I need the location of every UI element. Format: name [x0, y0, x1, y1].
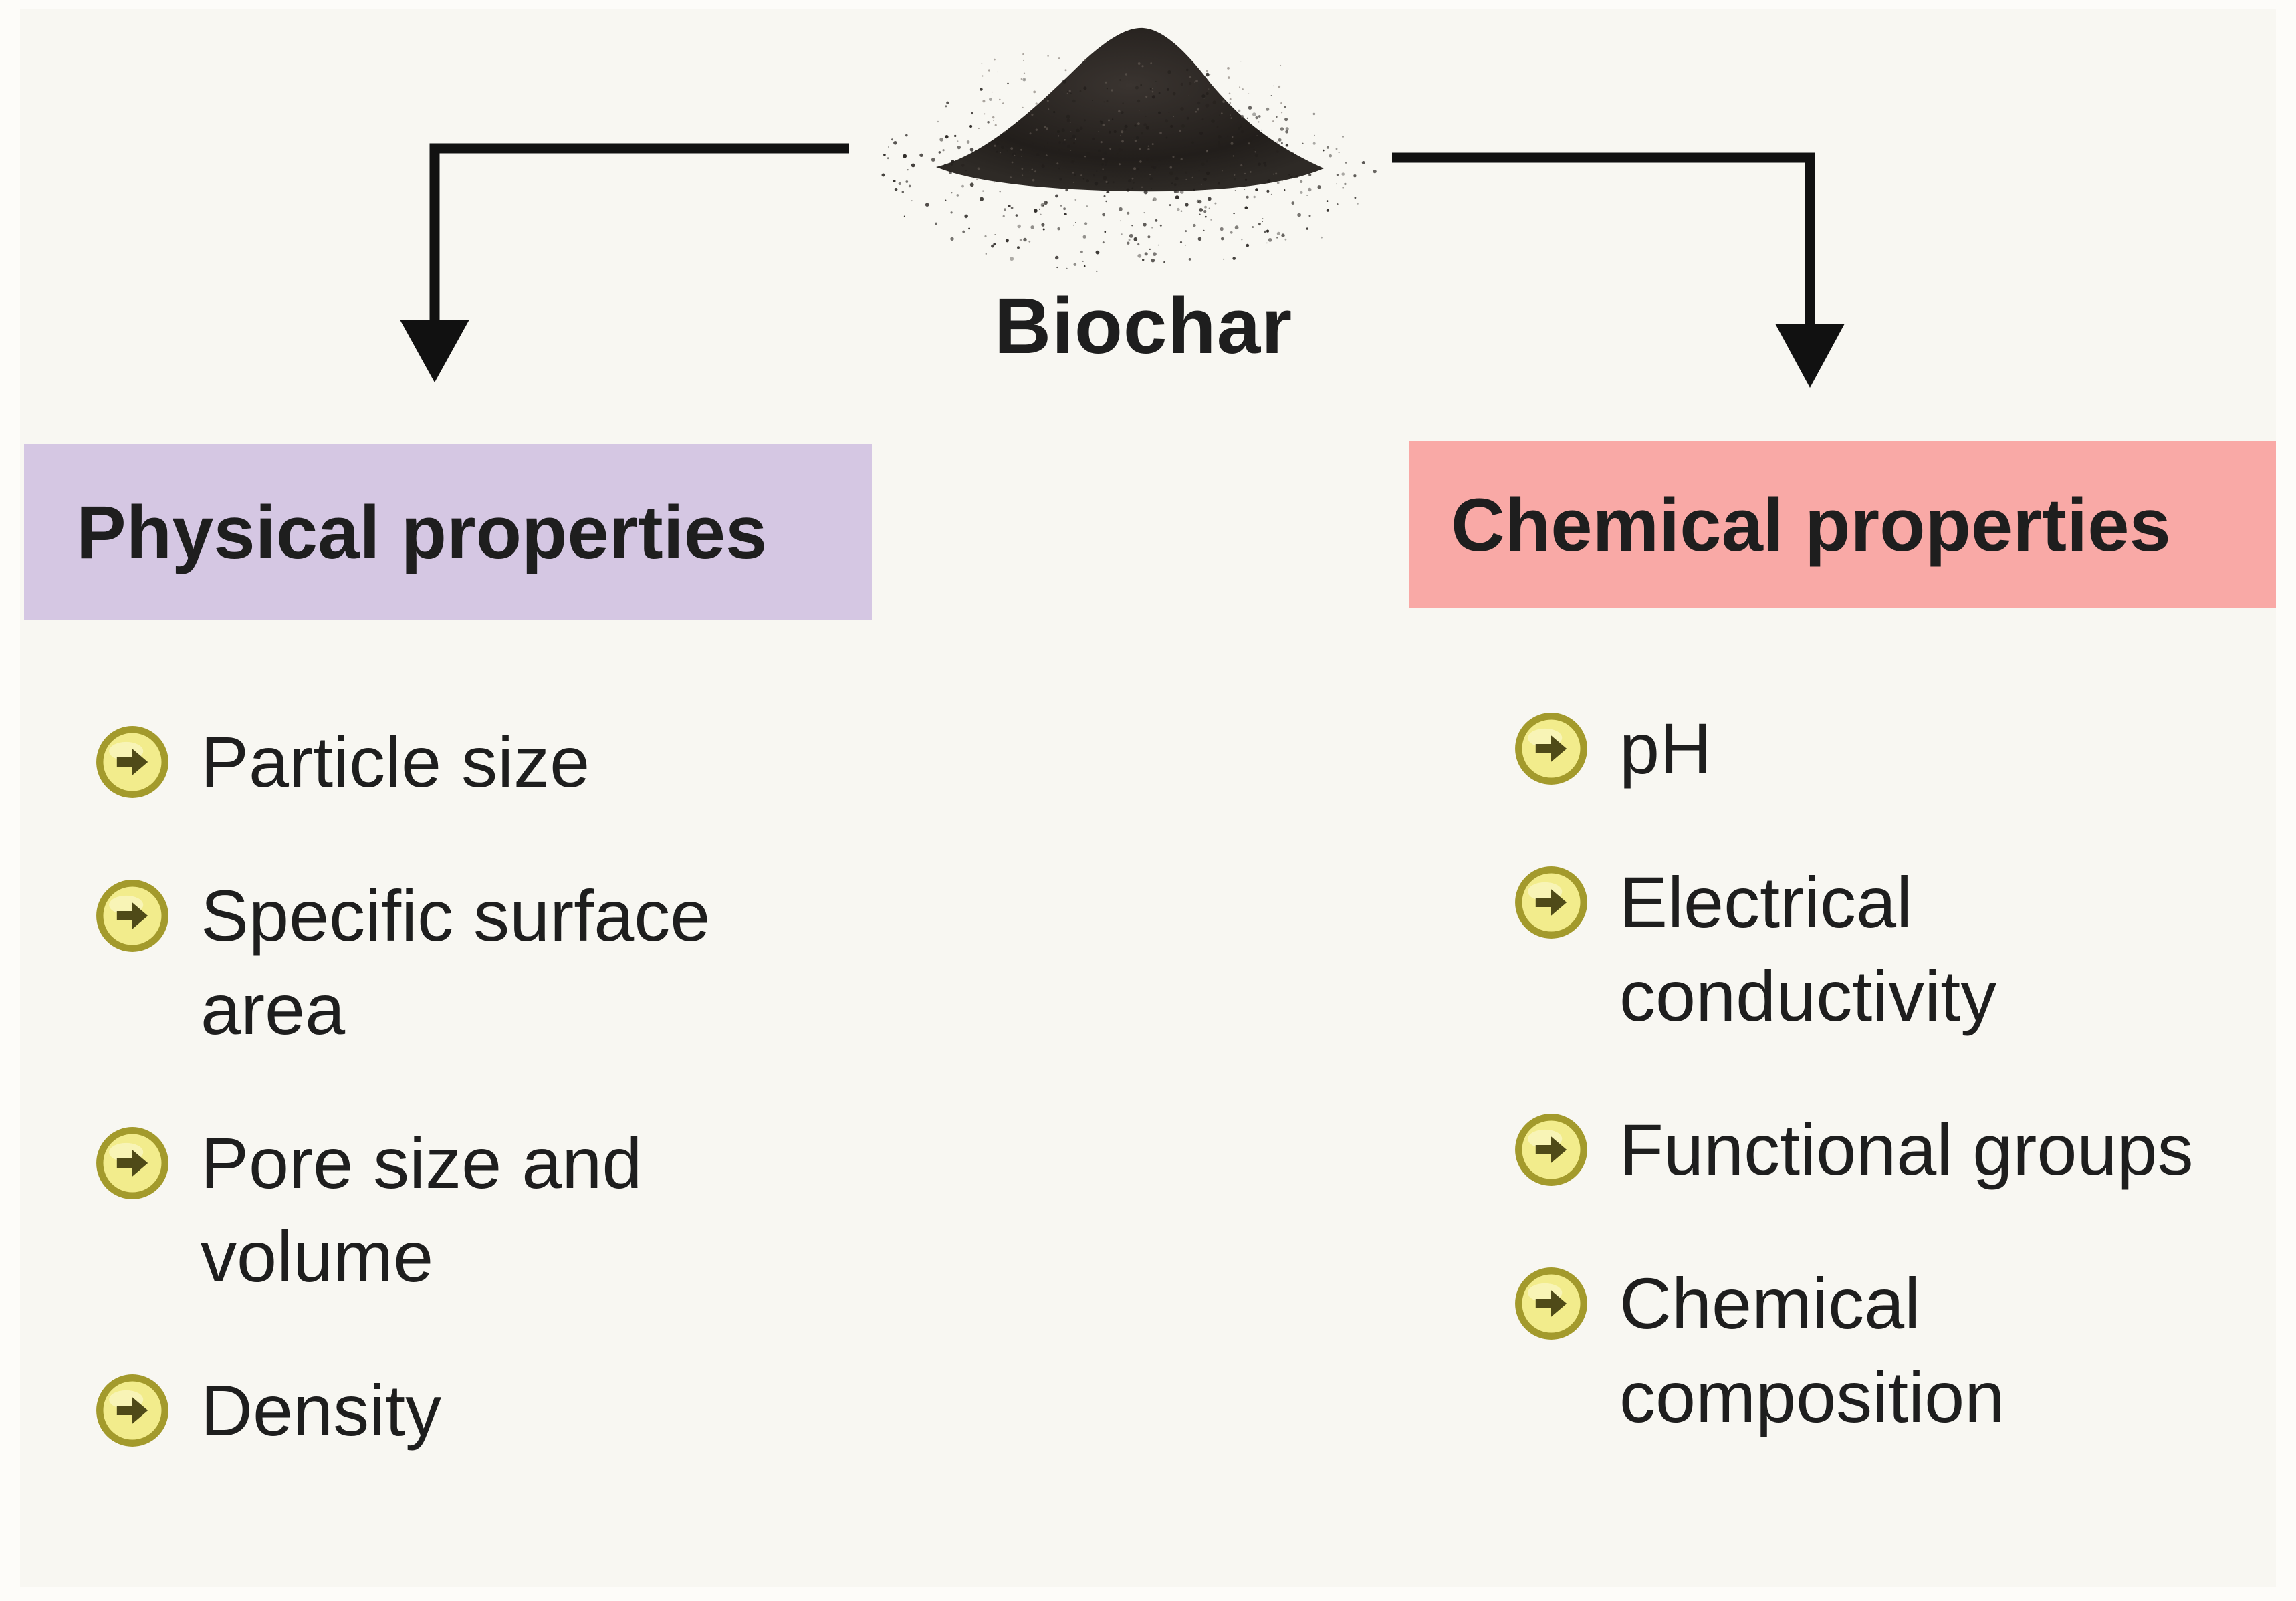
list-item-label: Pore size and volume — [201, 1122, 643, 1297]
list-item: Electrical conductivity — [1512, 856, 2268, 1043]
list-item: Particle size — [94, 715, 863, 809]
list-item: Density — [94, 1364, 863, 1457]
list-item-label: Density — [201, 1370, 442, 1451]
arrow-right-circle-icon — [96, 1374, 168, 1447]
connector-to-physical — [400, 143, 849, 382]
list-item-label: Specific surface area — [201, 875, 711, 1050]
arrowhead-down-icon — [1775, 324, 1845, 388]
physical-properties-header: Physical properties — [24, 444, 872, 620]
list-item: Pore size and volume — [94, 1116, 863, 1304]
list-item-label: Functional groups — [1619, 1109, 2194, 1190]
connector-to-chemical — [1392, 152, 1845, 388]
arrowhead-down-icon — [400, 320, 469, 382]
list-item: Chemical composition — [1512, 1257, 2268, 1444]
list-item: pH — [1512, 702, 2268, 795]
chemical-properties-header: Chemical properties — [1409, 441, 2276, 608]
arrow-right-circle-icon — [96, 726, 168, 798]
list-item-label: Chemical composition — [1619, 1263, 2005, 1437]
list-item-label: pH — [1619, 708, 1712, 789]
arrow-right-circle-icon — [1515, 866, 1587, 939]
chemical-properties-list: pH Electrical conductivity Functional gr… — [1512, 702, 2268, 1504]
arrow-right-circle-icon — [1515, 1114, 1587, 1186]
physical-properties-title: Physical properties — [76, 490, 768, 574]
list-item-label: Particle size — [201, 721, 590, 802]
biochar-pile-icon — [881, 27, 1377, 273]
arrow-right-circle-icon — [1515, 1267, 1587, 1340]
arrow-right-circle-icon — [1515, 713, 1587, 785]
list-item: Specific surface area — [94, 869, 863, 1056]
biochar-label: Biochar — [994, 282, 1293, 370]
diagram-canvas — [20, 9, 2276, 1587]
list-item: Functional groups — [1512, 1103, 2268, 1197]
physical-properties-list: Particle size Specific surface area Pore… — [94, 715, 863, 1517]
arrow-right-circle-icon — [96, 880, 168, 952]
chemical-properties-title: Chemical properties — [1451, 483, 2171, 567]
list-item-label: Electrical conductivity — [1619, 862, 1997, 1036]
arrow-right-circle-icon — [96, 1127, 168, 1199]
